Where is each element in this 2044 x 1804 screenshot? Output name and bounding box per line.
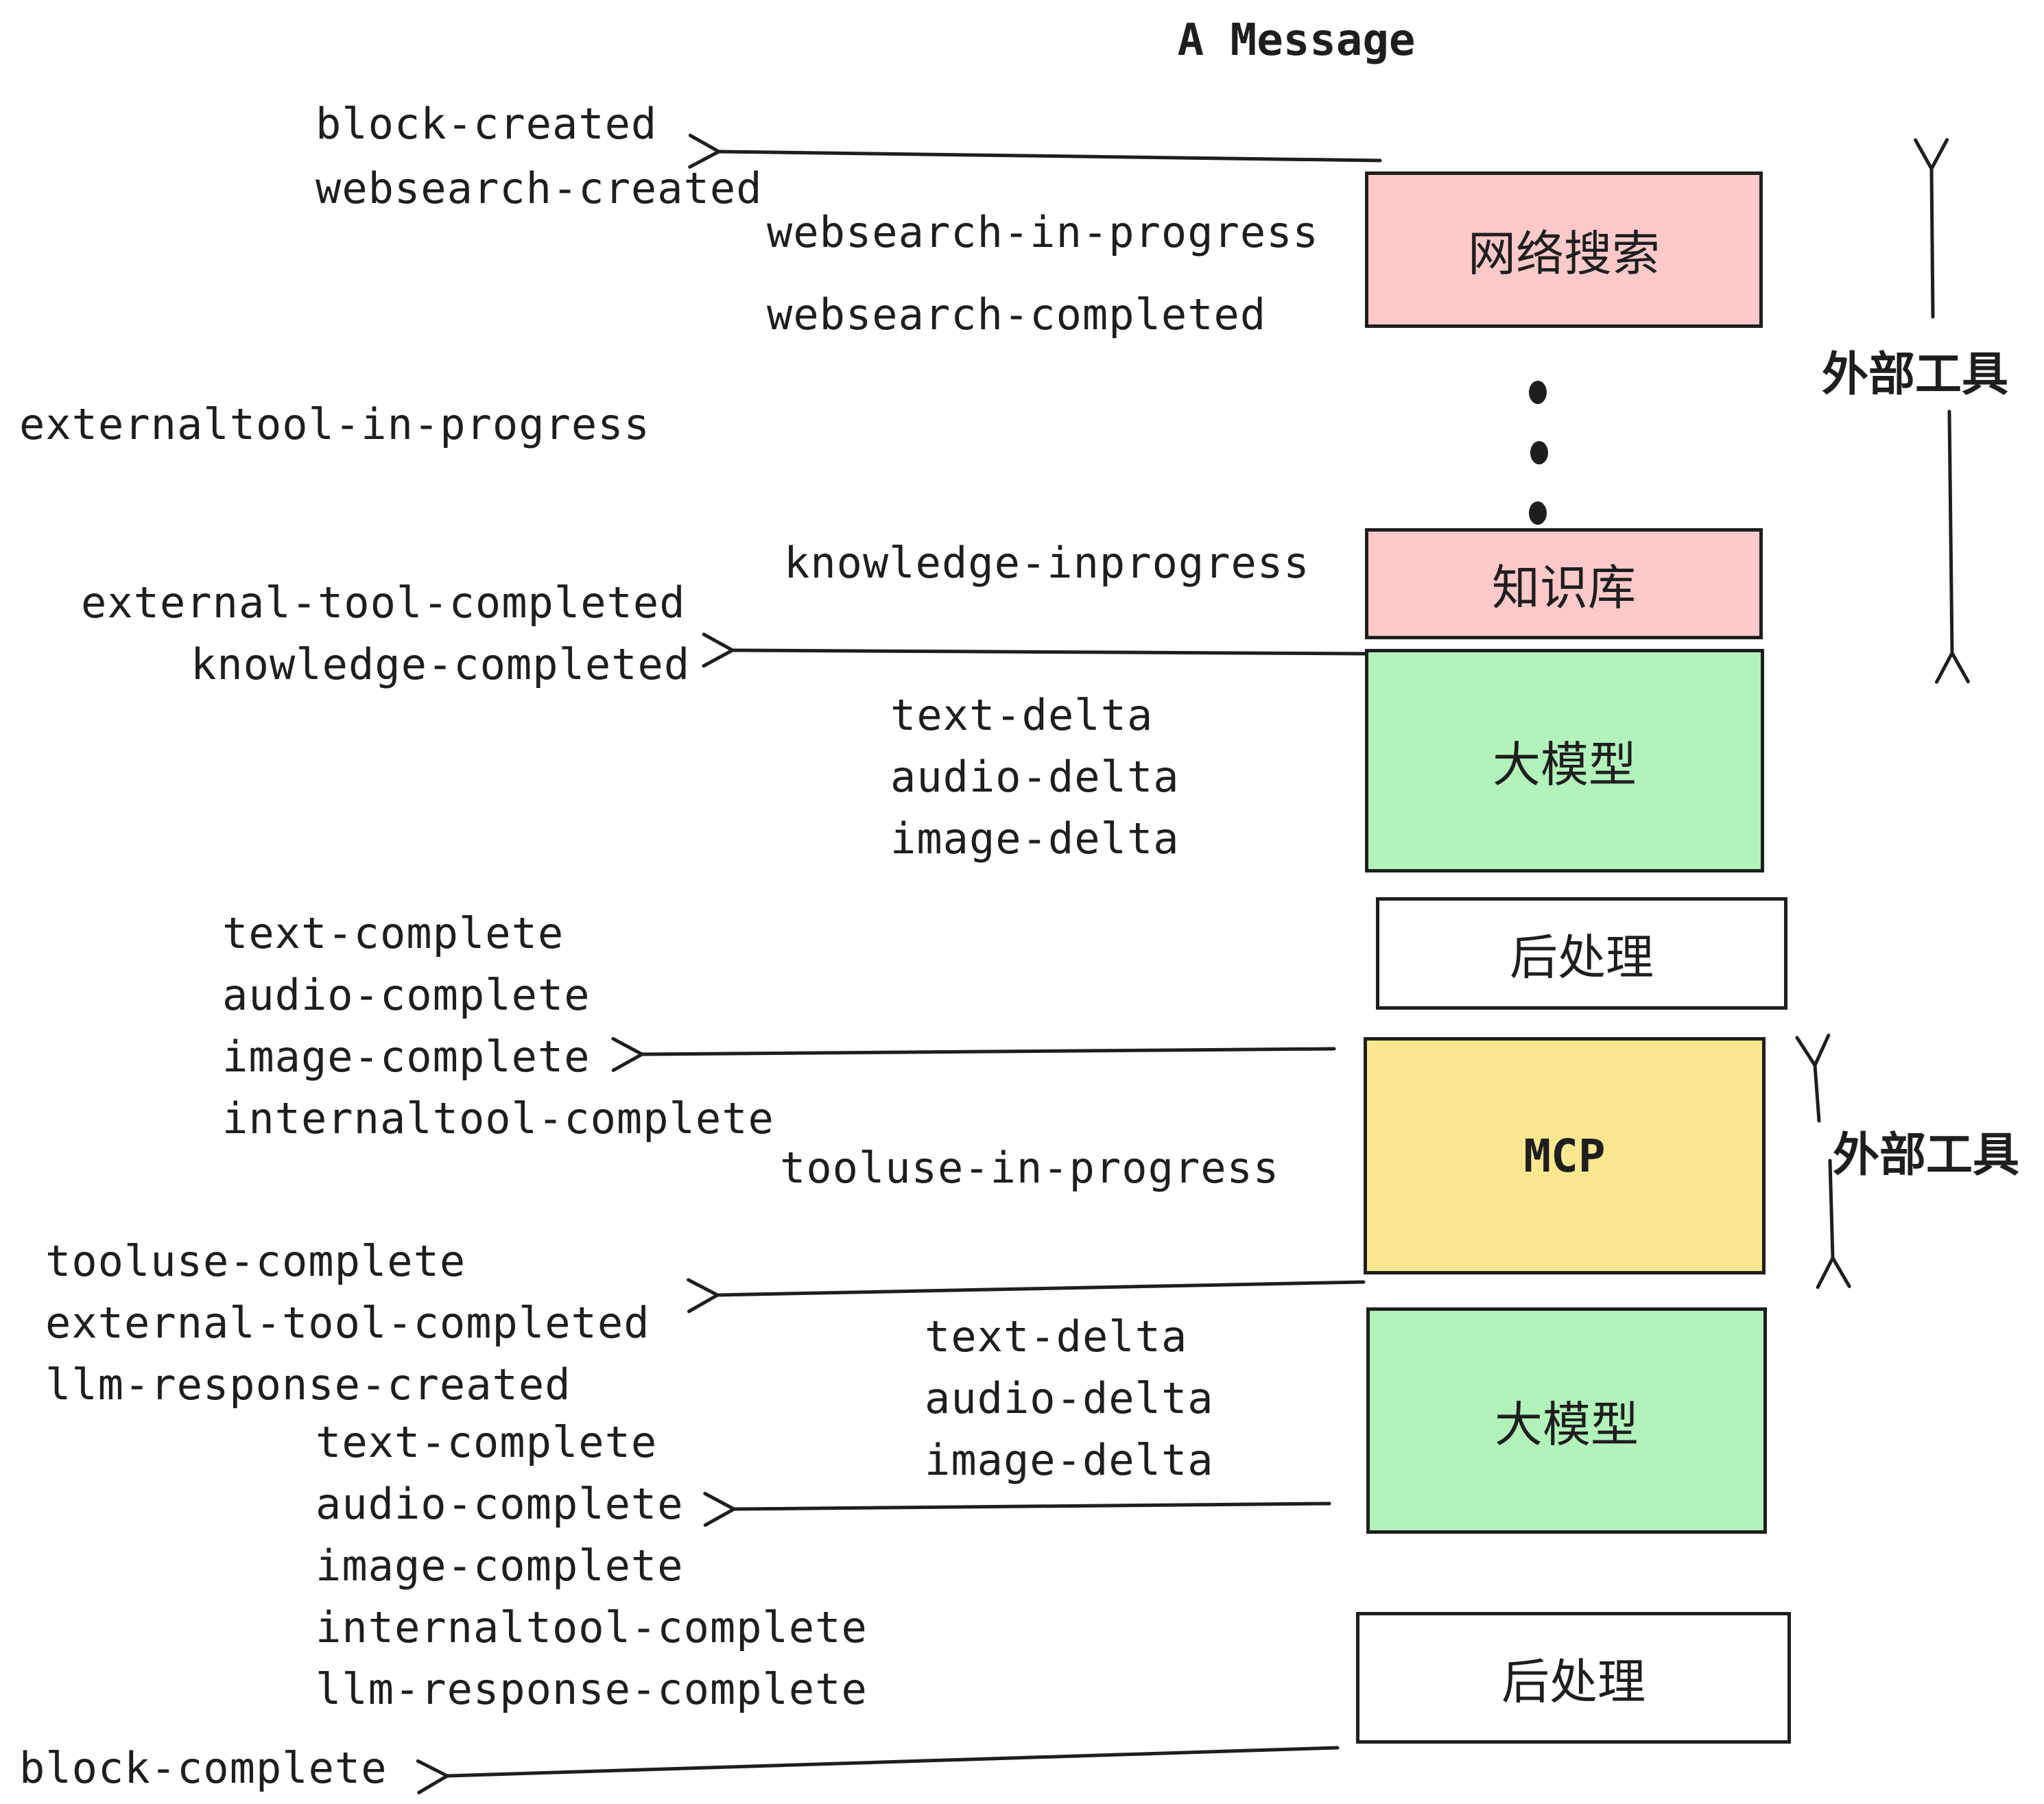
event-audio-delta-1: audio-delta xyxy=(890,752,1180,802)
event-text-delta-1: text-delta xyxy=(890,690,1154,740)
event-image-complete-2: image-complete xyxy=(316,1541,684,1591)
event-knowledge-completed: knowledge-completed xyxy=(191,639,691,689)
event-image-delta-1: image-delta xyxy=(890,814,1180,864)
event-internaltool-complete-2: internaltool-complete xyxy=(316,1602,868,1652)
arrow-external-tools-up-2 xyxy=(1795,1033,1831,1123)
event-internaltool-complete-1: internaltool-complete xyxy=(222,1093,774,1143)
event-knowledge-inprogress: knowledge-inprogress xyxy=(784,538,1310,588)
event-llm-response-complete: llm-response-complete xyxy=(316,1664,868,1714)
box-mcp: MCP xyxy=(1364,1037,1766,1274)
ellipsis-dot-3 xyxy=(1529,501,1547,525)
box-llm-1: 大模型 xyxy=(1365,649,1764,873)
arrow-knowledge-completed xyxy=(702,632,1368,668)
arrow-block-complete xyxy=(416,1746,1340,1794)
event-audio-complete-2: audio-complete xyxy=(316,1479,684,1529)
arrow-complete-list-1 xyxy=(611,1036,1336,1072)
event-image-complete-1: image-complete xyxy=(222,1032,591,1082)
event-websearch-completed: websearch-completed xyxy=(767,289,1267,340)
event-external-tool-completed-1: external-tool-completed xyxy=(81,578,686,628)
event-text-complete-1: text-complete xyxy=(222,908,565,958)
event-tooluse-in-progress: tooluse-in-progress xyxy=(780,1143,1280,1193)
ellipsis-dot-1 xyxy=(1529,381,1547,404)
arrow-external-tools-up-1 xyxy=(1914,138,1949,319)
event-block-complete: block-complete xyxy=(19,1743,388,1793)
box-post-processing-2: 后处理 xyxy=(1356,1612,1791,1744)
event-block-created: block-created xyxy=(316,99,658,149)
ellipsis-dot-2 xyxy=(1530,441,1548,464)
event-audio-delta-2: audio-delta xyxy=(925,1373,1214,1423)
external-tools-label-2: 外部工具 xyxy=(1833,1129,2020,1181)
external-tools-label-1: 外部工具 xyxy=(1822,348,2009,401)
event-text-delta-2: text-delta xyxy=(925,1312,1188,1362)
event-tooluse-complete: tooluse-complete xyxy=(45,1236,466,1286)
box-websearch: 网络搜索 xyxy=(1365,171,1763,328)
event-externaltool-in-progress: externaltool-in-progress xyxy=(19,399,650,449)
arrow-external-tools-down-1 xyxy=(1934,410,1970,684)
event-audio-complete-1: audio-complete xyxy=(222,970,591,1020)
box-post-processing-1: 后处理 xyxy=(1376,897,1787,1010)
event-llm-response-created: llm-response-created xyxy=(45,1360,571,1410)
box-knowledge: 知识库 xyxy=(1365,528,1763,639)
arrow-block-websearch-created xyxy=(688,133,1382,169)
event-websearch-in-progress: websearch-in-progress xyxy=(767,207,1319,257)
event-websearch-created: websearch-created xyxy=(316,163,763,213)
event-external-tool-completed-2: external-tool-completed xyxy=(45,1298,650,1348)
arrow-audio-complete xyxy=(703,1491,1331,1527)
arrow-tooluse-complete xyxy=(687,1278,1366,1314)
box-llm-2: 大模型 xyxy=(1366,1307,1767,1534)
event-image-delta-2: image-delta xyxy=(925,1435,1214,1485)
diagram-title: A Message xyxy=(1177,15,1416,66)
event-text-complete-2: text-complete xyxy=(316,1417,658,1467)
